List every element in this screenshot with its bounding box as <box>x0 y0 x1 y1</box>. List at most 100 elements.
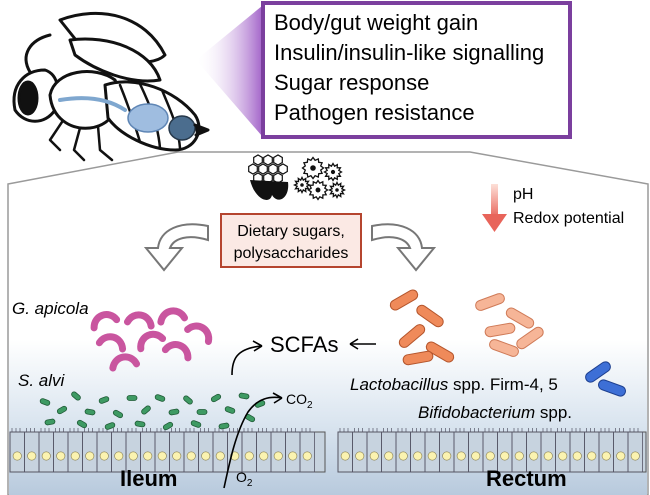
o2-base: O <box>236 469 247 485</box>
s-alvi-cell <box>76 419 88 429</box>
cell-nucleus <box>442 451 452 461</box>
rectum-label: Rectum <box>486 466 567 491</box>
g-apicola-label: G. apicola <box>12 299 89 318</box>
pollen-grains-icon <box>293 156 346 201</box>
diet-label-line2: polysaccharides <box>234 245 349 262</box>
microvilli <box>383 428 392 432</box>
cell-nucleus <box>369 451 379 461</box>
cell-nucleus <box>529 451 539 461</box>
cell-nucleus <box>340 451 350 461</box>
s-alvi-cell <box>112 409 124 419</box>
lactobacillus-cell <box>398 324 426 348</box>
microvilli <box>571 428 581 432</box>
curved-arrow-left <box>143 223 209 272</box>
metabolism-arrows <box>223 338 376 489</box>
microvilli <box>84 428 93 432</box>
bifidobacterium-cell <box>598 379 626 397</box>
comb-cell <box>253 154 263 166</box>
epithelial-cell <box>299 431 315 473</box>
honey-drip <box>250 180 289 200</box>
lactobacillus-suffix: spp. Firm-4, 5 <box>448 375 558 394</box>
s-alvi-cell <box>183 395 193 405</box>
o2-subscript: 2 <box>247 478 253 489</box>
lactobacillus-cell <box>516 326 544 350</box>
comb-cell <box>278 163 288 175</box>
cell-nucleus <box>302 451 312 461</box>
microvilli <box>200 428 209 432</box>
s-alvi-cell <box>56 405 68 415</box>
g-apicola-cell <box>161 341 192 362</box>
pollen-core <box>315 187 321 193</box>
cell-nucleus <box>398 451 408 461</box>
microvilli <box>586 428 595 432</box>
s-alvi-cell <box>39 398 51 406</box>
s-alvi-bacteria <box>39 391 266 431</box>
effect-item: Pathogen resistance <box>274 100 475 125</box>
ph-label: pH <box>513 186 533 203</box>
pollen-core <box>335 188 339 192</box>
microvilli <box>455 428 465 432</box>
gut-section-outline <box>7 151 649 495</box>
cell-nucleus <box>128 451 138 461</box>
o2-label: O2 <box>236 469 253 489</box>
bifidobacterium-suffix: spp. <box>535 403 572 422</box>
cell-nucleus <box>471 451 481 461</box>
cell-nucleus <box>172 451 182 461</box>
pollen-core <box>310 165 316 171</box>
microvilli <box>528 428 537 432</box>
comb-cell <box>248 163 258 175</box>
ileum-label: Ileum <box>120 466 177 491</box>
microvilli <box>615 428 624 432</box>
effect-item: Sugar response <box>274 70 429 95</box>
cell-nucleus <box>56 451 66 461</box>
comb-cell <box>263 154 273 166</box>
s-alvi-cell <box>168 408 180 416</box>
cell-nucleus <box>157 451 167 461</box>
microvilli <box>426 428 436 432</box>
cell-nucleus <box>413 451 423 461</box>
cell-nucleus <box>114 451 124 461</box>
microvilli <box>185 428 195 432</box>
cell-nucleus <box>355 451 365 461</box>
cell-nucleus <box>456 451 466 461</box>
cell-nucleus <box>259 451 269 461</box>
microvilli <box>397 428 407 432</box>
g-apicola-cell <box>109 353 141 372</box>
microvilli <box>600 428 610 432</box>
co2-label: CO2 <box>286 391 313 411</box>
cell-nucleus <box>70 451 80 461</box>
cell-nucleus <box>41 451 51 461</box>
ph-redox-arrow <box>482 184 507 232</box>
s-alvi-cell <box>190 420 202 428</box>
pollen-honeycomb-icon <box>248 154 289 200</box>
epithelial-cell <box>627 431 643 473</box>
bifidobacterium-name: Bifidobacterium <box>418 403 535 422</box>
callout-wedge <box>196 6 262 136</box>
microvilli <box>470 428 479 432</box>
s-alvi-cell <box>196 409 208 415</box>
cell-nucleus <box>485 451 495 461</box>
lactobacillus-cell <box>505 307 535 329</box>
bifidobacterium-label: Bifidobacterium spp. <box>418 403 572 422</box>
cell-nucleus <box>27 451 37 461</box>
s-alvi-cell <box>162 421 174 431</box>
lactobacillus-cell <box>416 304 444 328</box>
microvilli <box>542 428 552 432</box>
s-alvi-cell <box>104 422 116 430</box>
microvilli <box>258 428 267 432</box>
bifidobacterium-cell <box>585 361 611 383</box>
g-apicola-cell <box>95 333 127 353</box>
cell-nucleus <box>85 451 95 461</box>
comb-cell <box>273 154 283 166</box>
s-alvi-cell <box>126 395 138 401</box>
diet-box: Dietary sugars, polysaccharides <box>220 213 362 268</box>
cell-nucleus <box>244 451 254 461</box>
cell-nucleus <box>587 451 597 461</box>
microvilli <box>127 428 137 432</box>
microvilli <box>513 428 523 432</box>
pollen-core <box>330 169 336 175</box>
s-alvi-cell <box>218 422 230 430</box>
pollen-core <box>300 183 304 187</box>
co2-base: CO <box>286 391 307 407</box>
